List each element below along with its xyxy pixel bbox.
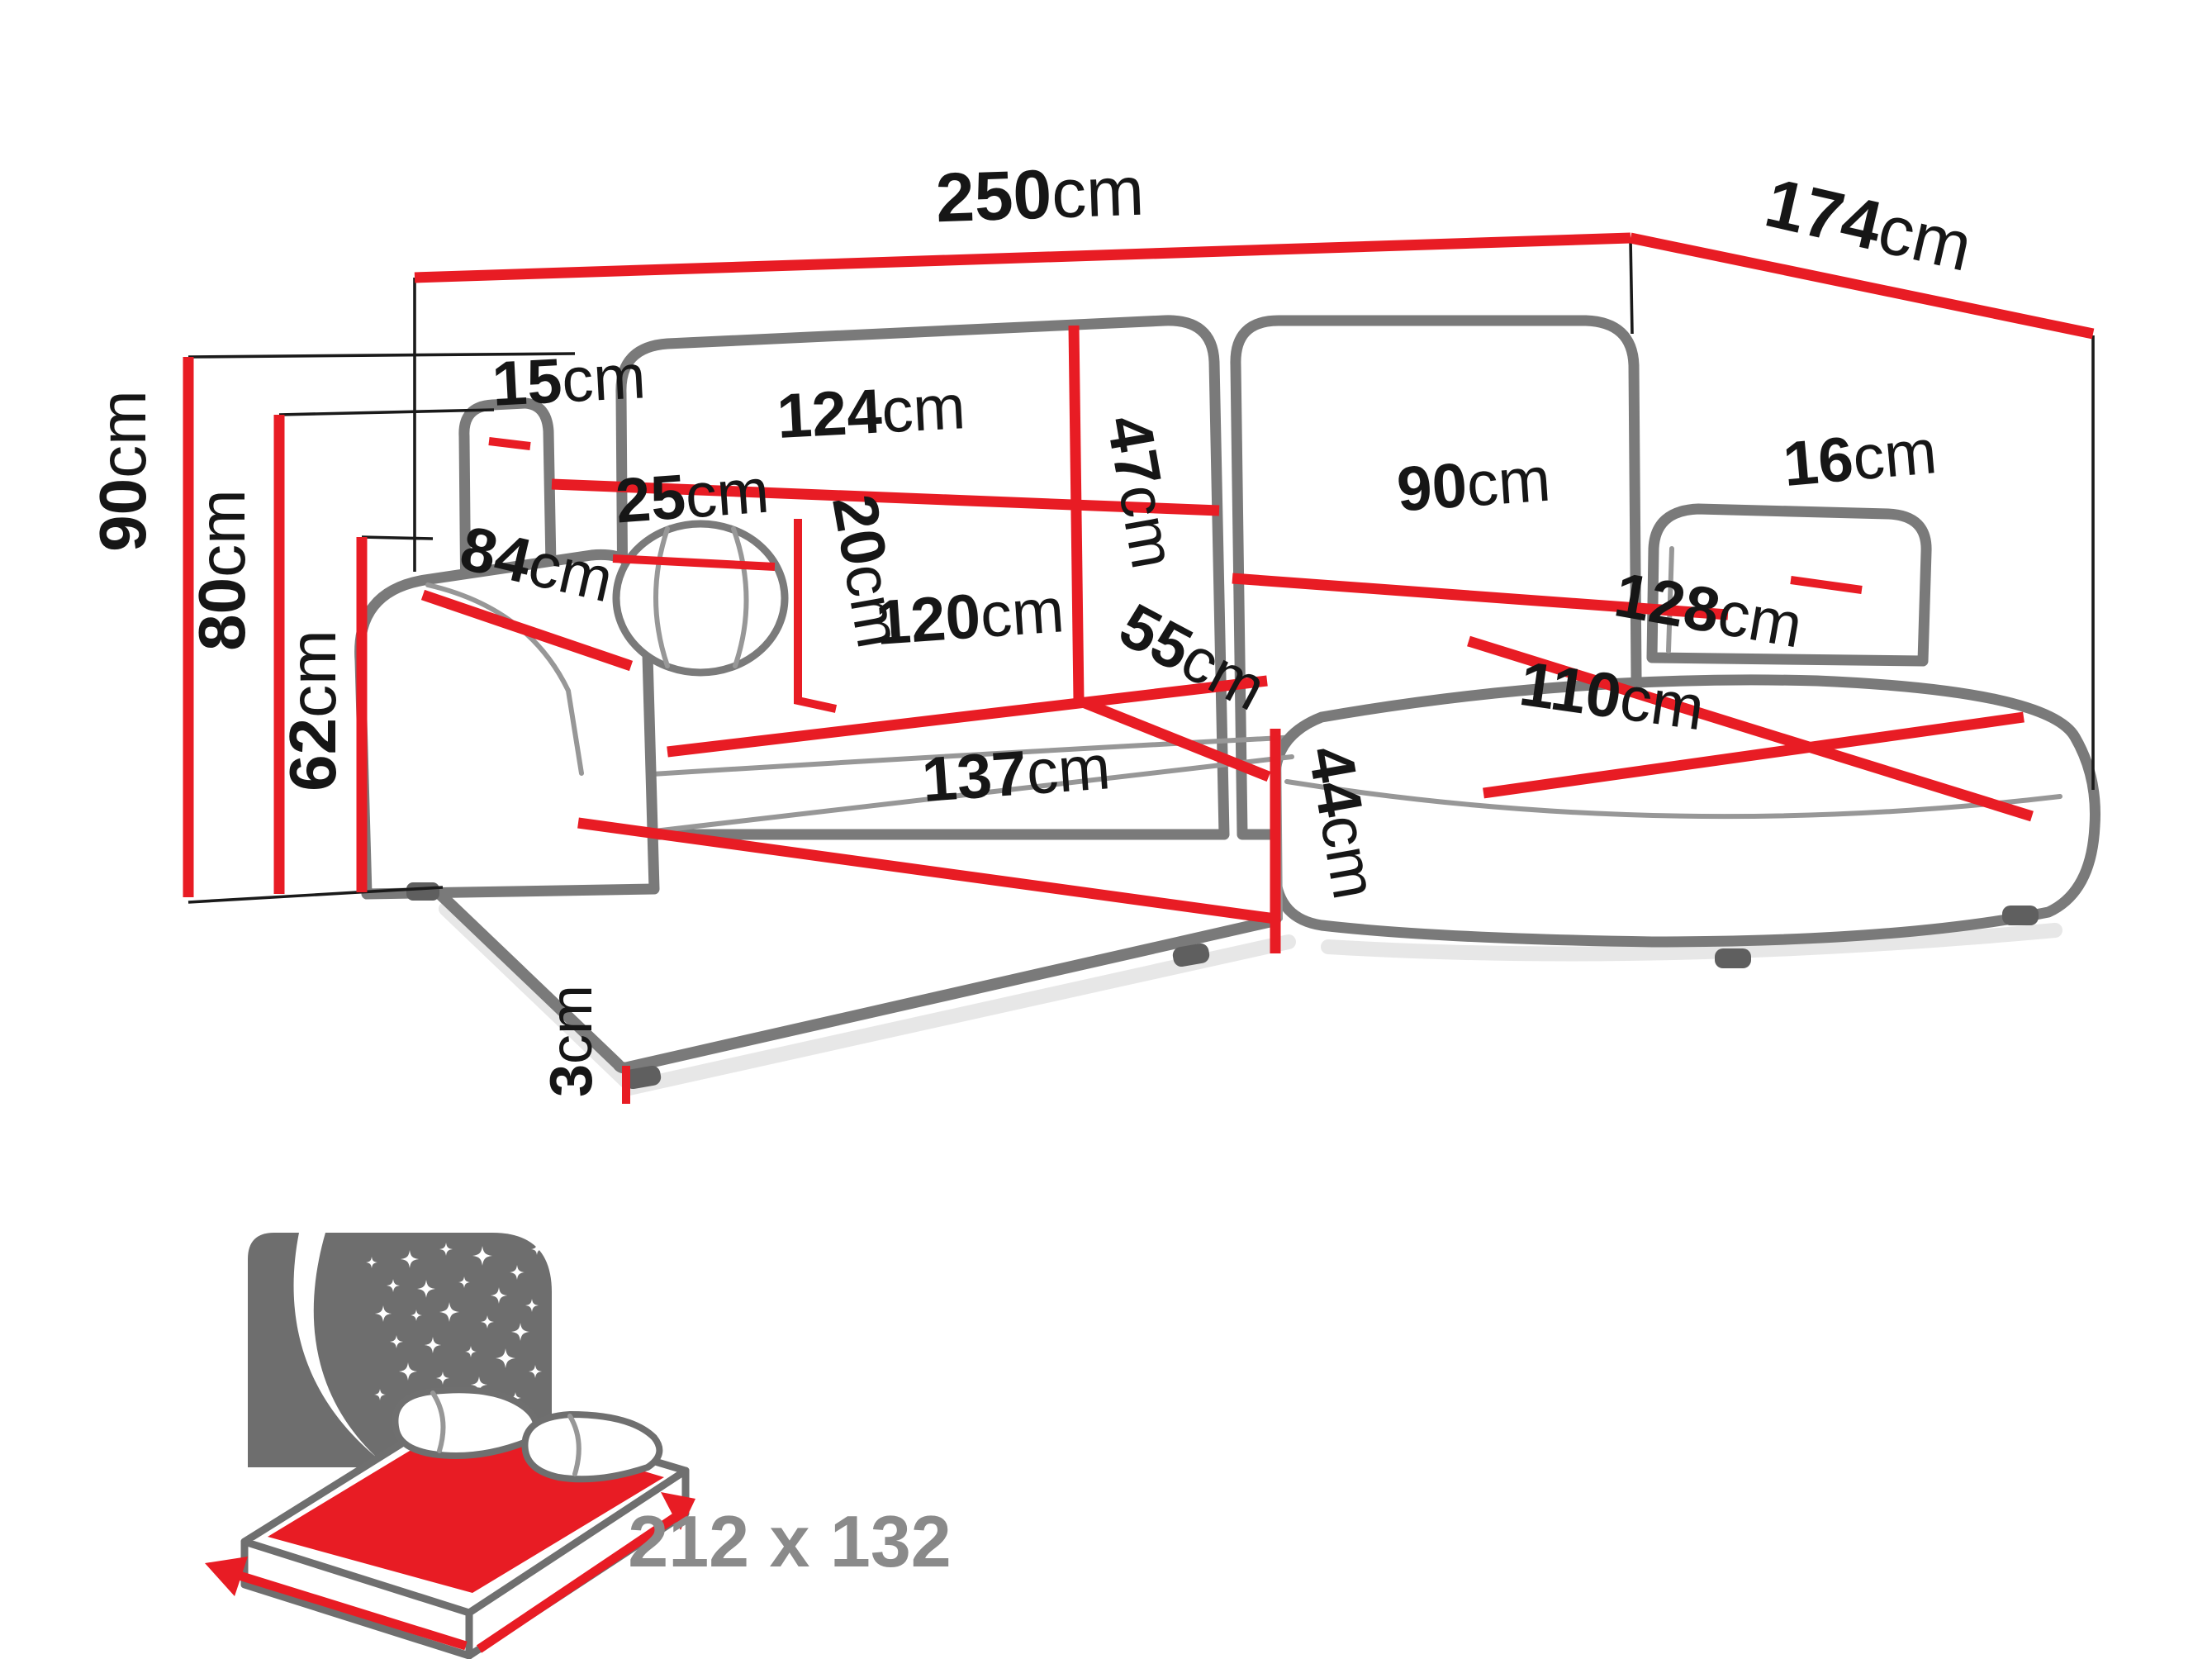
ref-baseline [187,886,444,904]
reference-lines [187,239,2095,904]
label-back-cushion-90: 90cm [1395,444,1553,525]
foot-chaise-right [2002,906,2039,925]
foot-front-center [1172,943,1210,967]
label-height-90: 90cm [86,390,159,552]
label-front-137: 137cm [919,732,1112,815]
bolster-pillow-seam-left [653,526,670,668]
bolster-pillow [612,520,789,677]
line-chaise-128 [1467,635,2034,822]
right-armrest-seam [1666,546,1674,654]
arrow-width [476,1509,684,1653]
ref-top-90 [187,352,576,359]
arrow-width-head-icon [661,1492,695,1530]
chaise-body [1270,674,2100,948]
line-front-137 [577,817,1276,925]
line-backrest-124 [551,478,1220,516]
foot-front-left [624,1065,662,1090]
foot-chaise-left [1715,948,1751,968]
label-feet-3: 3cm [539,985,605,1097]
line-pillow-20 [794,519,838,713]
chaise-top-edge [1284,779,2062,820]
size-arrows [205,1492,695,1653]
chaise-shadow [1321,923,2062,962]
pillow-left-icon [392,1386,539,1459]
label-headrest-15: 15cm [491,341,648,420]
label-backrest-height-47: 47cm [1093,411,1189,574]
ref-drop-corner [1629,239,1634,335]
label-pillow-20: 20cm [819,490,914,654]
label-pillow-25: 25cm [614,456,771,537]
line-chaise-110 [1483,711,2025,799]
label-chaise-128: 128cm [1610,559,1807,661]
sleeping-size-label: 212 x 132 [628,1500,952,1582]
ref-top-80 [278,408,495,416]
line-armrest-84 [420,589,634,672]
label-base-44: 44cm [1294,741,1390,905]
line-total-width-250 [414,232,1631,283]
line-headrest-15 [488,437,531,450]
line-backrest-height-47 [1068,325,1085,701]
ref-top-62 [361,535,434,540]
arrow-length-head-icon [205,1557,248,1596]
right-armrest [1646,503,1932,667]
dimension-lines [183,232,2095,1104]
sleeping-area-icon: 212 x 132 [205,1233,952,1659]
label-height-62: 62cm [276,630,349,791]
label-armrest-16: 16cm [1780,416,1939,500]
moon-crescent-icon [293,1233,377,1457]
line-pillow-25 [612,554,776,571]
pillow-folds [430,1390,581,1476]
line-total-depth-174 [1629,232,2095,340]
line-seat-depth-55 [1076,695,1271,782]
bolster-pillow-seam-right [731,526,749,668]
arrow-length [230,1568,468,1651]
left-armrest [354,549,660,900]
line-armrest-16 [1790,576,1863,594]
line-back-cushion-90 [1232,573,1729,620]
seat-front-edge [652,754,1294,834]
label-backrest-124: 124cm [776,372,967,452]
label-seat-120: 120cm [873,575,1066,658]
label-height-80: 80cm [185,489,259,651]
foot-left [406,882,439,901]
label-total-width: 250cm [934,152,1145,237]
label-chaise-110: 110cm [1516,649,1709,744]
pillow-right-icon [521,1411,663,1483]
line-seat-120 [667,675,1268,758]
